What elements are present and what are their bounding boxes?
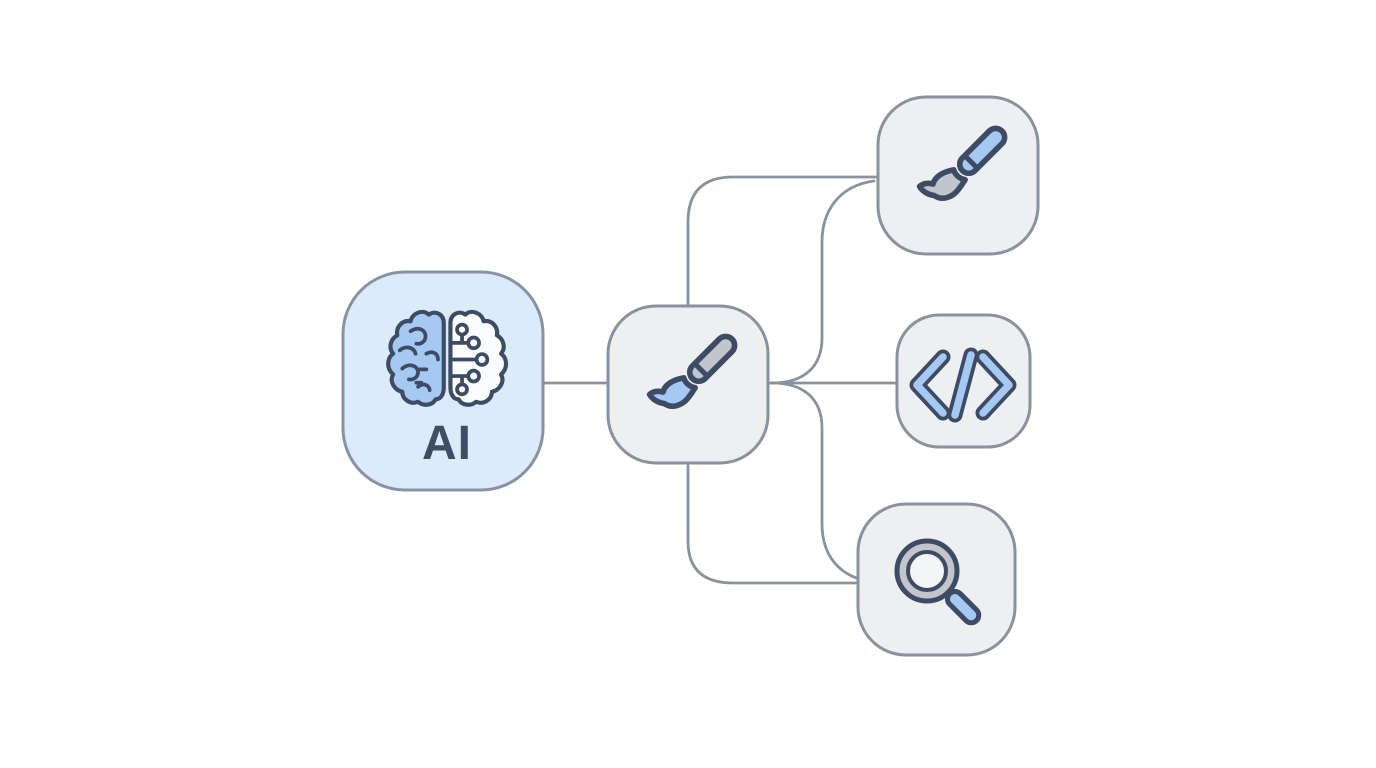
edge-tool-search-bottom [686,461,860,585]
node-ai: AI [341,270,545,492]
ai-label: AI [422,417,472,470]
edges [541,175,899,585]
edge-tool-search-branch [770,381,876,584]
brain-icon [386,309,509,407]
code-icon [909,347,1017,423]
paintbrush-icon [916,125,1008,201]
paintbrush-icon [646,333,738,409]
node-search [856,502,1017,657]
node-code [895,313,1032,449]
edge-tool-brush-branch [770,179,876,385]
node-tool [606,304,770,465]
magnifier-lens [906,550,948,592]
edge-tool-brush-top [686,175,880,308]
node-brush [876,95,1040,256]
magnifier-icon [894,538,982,626]
